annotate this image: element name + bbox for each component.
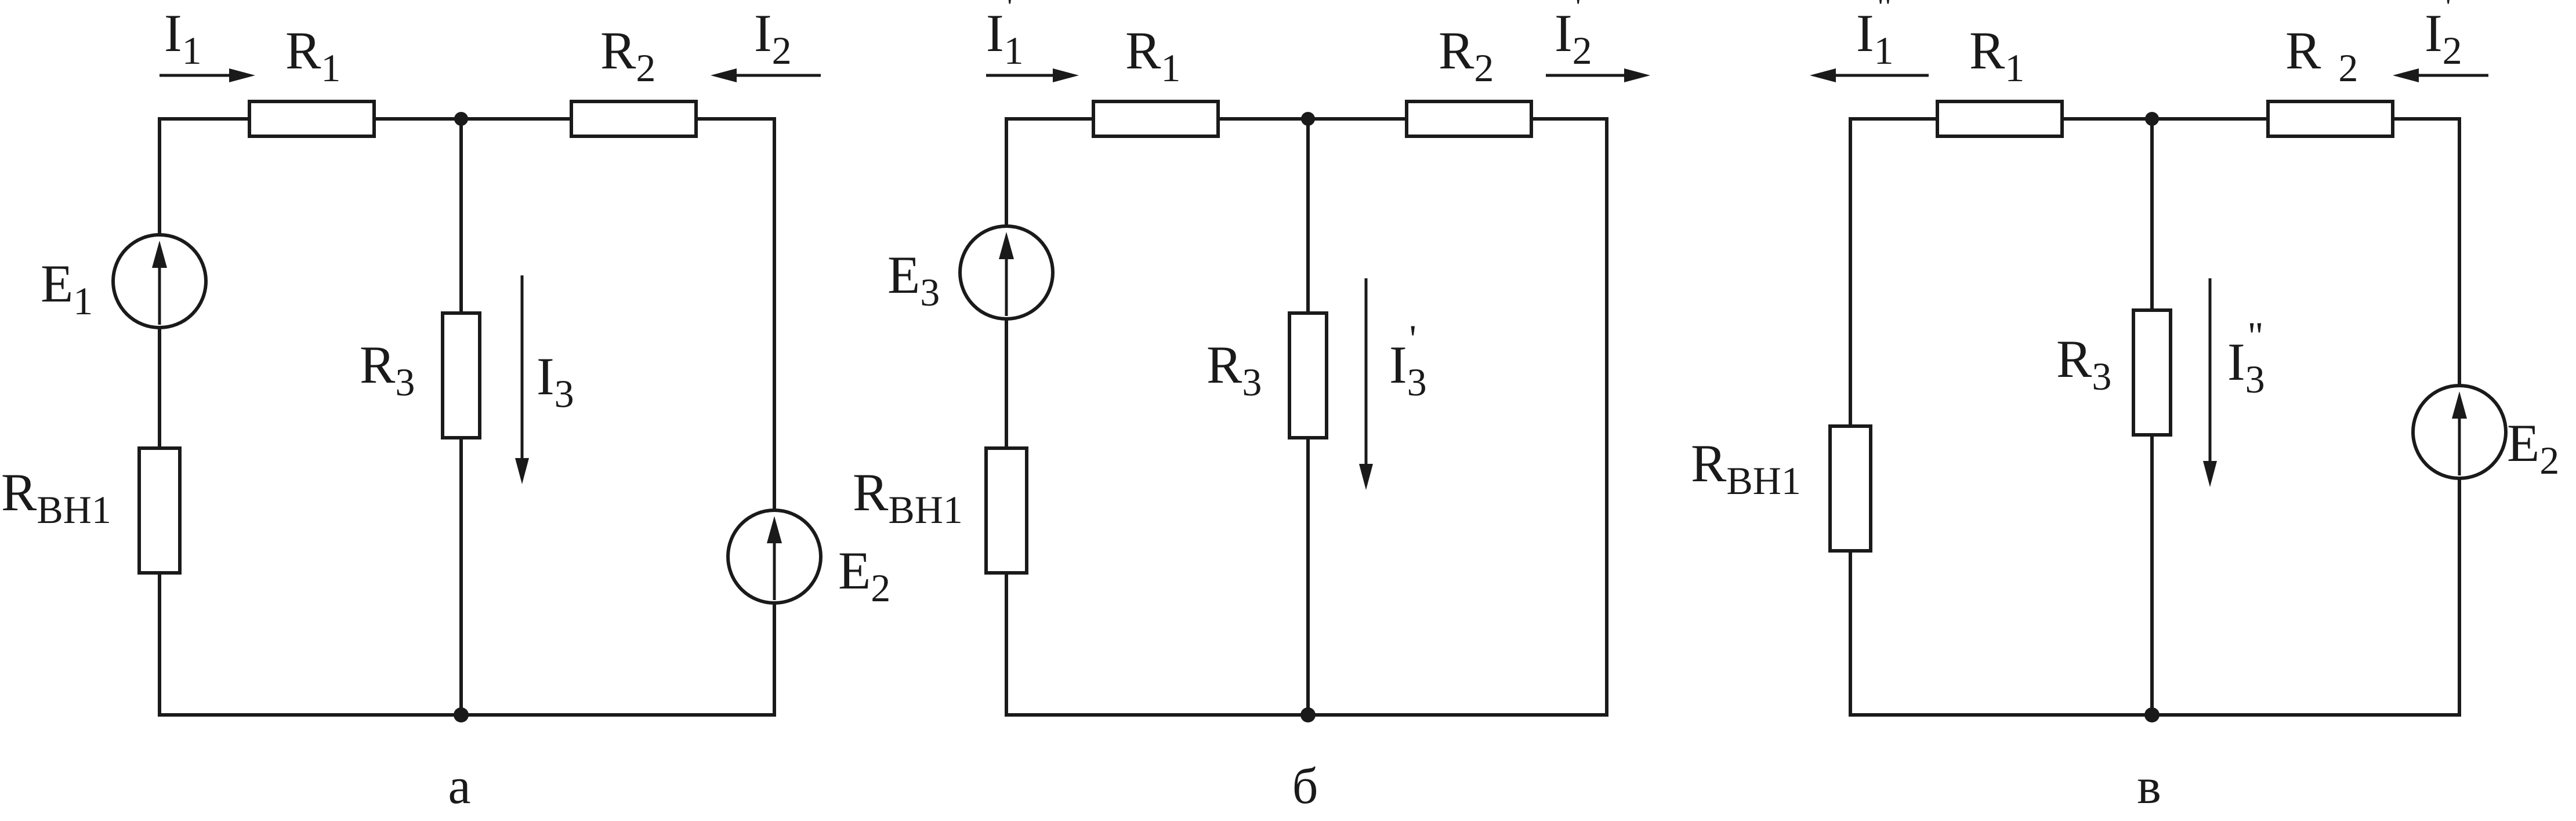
panel-b-arrow-i1-head [1053, 68, 1079, 82]
panel-c-caption: в [2137, 758, 2161, 815]
panel-a-wire-left [158, 117, 251, 717]
panel-b-arrow-i2-head [1624, 68, 1650, 82]
panel-b-wire-left [1005, 117, 1095, 717]
panel-a-resistor-r3 [441, 311, 481, 439]
panel-b-label-r3: R3 [1207, 335, 1262, 404]
panel-a-label-e2: E2 [838, 541, 890, 610]
panel-c-resistor-rbh1 [1828, 424, 1872, 553]
panel-a-label-i2: I2 [754, 3, 792, 72]
panel-a-caption: а [448, 758, 470, 815]
panel-a-label-e1: E1 [41, 254, 93, 323]
panel-a-source-e1-arrowhead [152, 241, 167, 268]
panel-c-label-i3: I3" [2227, 314, 2265, 401]
panel-c-arrow-i2-head [2393, 68, 2419, 82]
panel-b-label-r2: R2 [1439, 21, 1494, 90]
panel-c-arrow-i1-head [1810, 68, 1836, 82]
panel-c-label-r3: R3 [2056, 329, 2111, 398]
panel-a-arrow-i1-head [229, 68, 255, 82]
panel-a-node-bottom [454, 707, 469, 722]
panel-b-caption: б [1292, 758, 1318, 815]
panel-a-arrow-i2-head [711, 68, 737, 82]
panel-a-label-r2: R2 [600, 21, 655, 90]
panel-a-source-e2-arrowhead [767, 516, 782, 543]
panel-c-wire-left [1849, 117, 1939, 717]
panel-a-resistor-r2 [570, 100, 698, 138]
panel-b-source-e3-arrowhead [999, 232, 1014, 259]
panel-b-label-i1: I1' [986, 0, 1024, 72]
panel-b-label-rbh1: RBH1 [853, 463, 963, 532]
panel-a-label-r3: R3 [360, 335, 415, 404]
panel-b-resistor-r1 [1092, 100, 1220, 138]
panel-a-resistor-r1 [248, 100, 376, 138]
panel-c-label-i1: I1" [1856, 0, 1894, 72]
panel-a-resistor-rbh1 [137, 446, 182, 575]
panel-b: I1' R1 R2 I2' E3 R3 I3' RBH1 б [853, 0, 1650, 815]
panel-a: I1 R1 R2 I2 E1 R3 I3 RBH1 E2 а [1, 3, 890, 815]
panel-c-node-bottom [2144, 707, 2160, 722]
panel-c-label-i2: I2' [2425, 0, 2462, 72]
panel-b-node-bottom [1300, 707, 1316, 722]
panel-b-resistor-r3 [1288, 311, 1328, 439]
panel-a-label-rbh1: RBH1 [1, 463, 111, 532]
panel-a-label-i3: I3 [537, 347, 574, 416]
panel-c-node-top [2145, 112, 2159, 126]
panel-c-arrow-i3-head [2203, 461, 2217, 487]
panel-a-label-r1: R1 [285, 21, 340, 90]
panel-b-resistor-r2 [1405, 100, 1533, 138]
panel-c-resistor-r2 [2266, 100, 2394, 138]
panel-b-arrow-i3-head [1359, 464, 1373, 490]
panel-b-label-e3: E3 [887, 245, 940, 314]
panel-c-label-rbh1: RBH1 [1691, 434, 1801, 503]
panel-a-label-i1: I1 [164, 3, 202, 72]
panel-c-label-e2: E2 [2507, 413, 2559, 482]
panel-b-resistor-rbh1 [984, 446, 1028, 575]
panel-c-resistor-r1 [1936, 100, 2064, 138]
panel-c-source-e2-arrowhead [2452, 391, 2467, 419]
panel-b-label-i2: I2' [1555, 0, 1592, 72]
panel-c-label-r1: R1 [1969, 21, 2024, 90]
panel-a-node-top [454, 112, 468, 126]
panel-b-node-top [1301, 112, 1315, 126]
panel-b-label-i3: I3' [1389, 317, 1427, 404]
panel-c-resistor-r3 [2132, 308, 2172, 437]
panel-b-label-r1: R1 [1125, 21, 1180, 90]
panel-a-arrow-i3-head [515, 458, 529, 484]
